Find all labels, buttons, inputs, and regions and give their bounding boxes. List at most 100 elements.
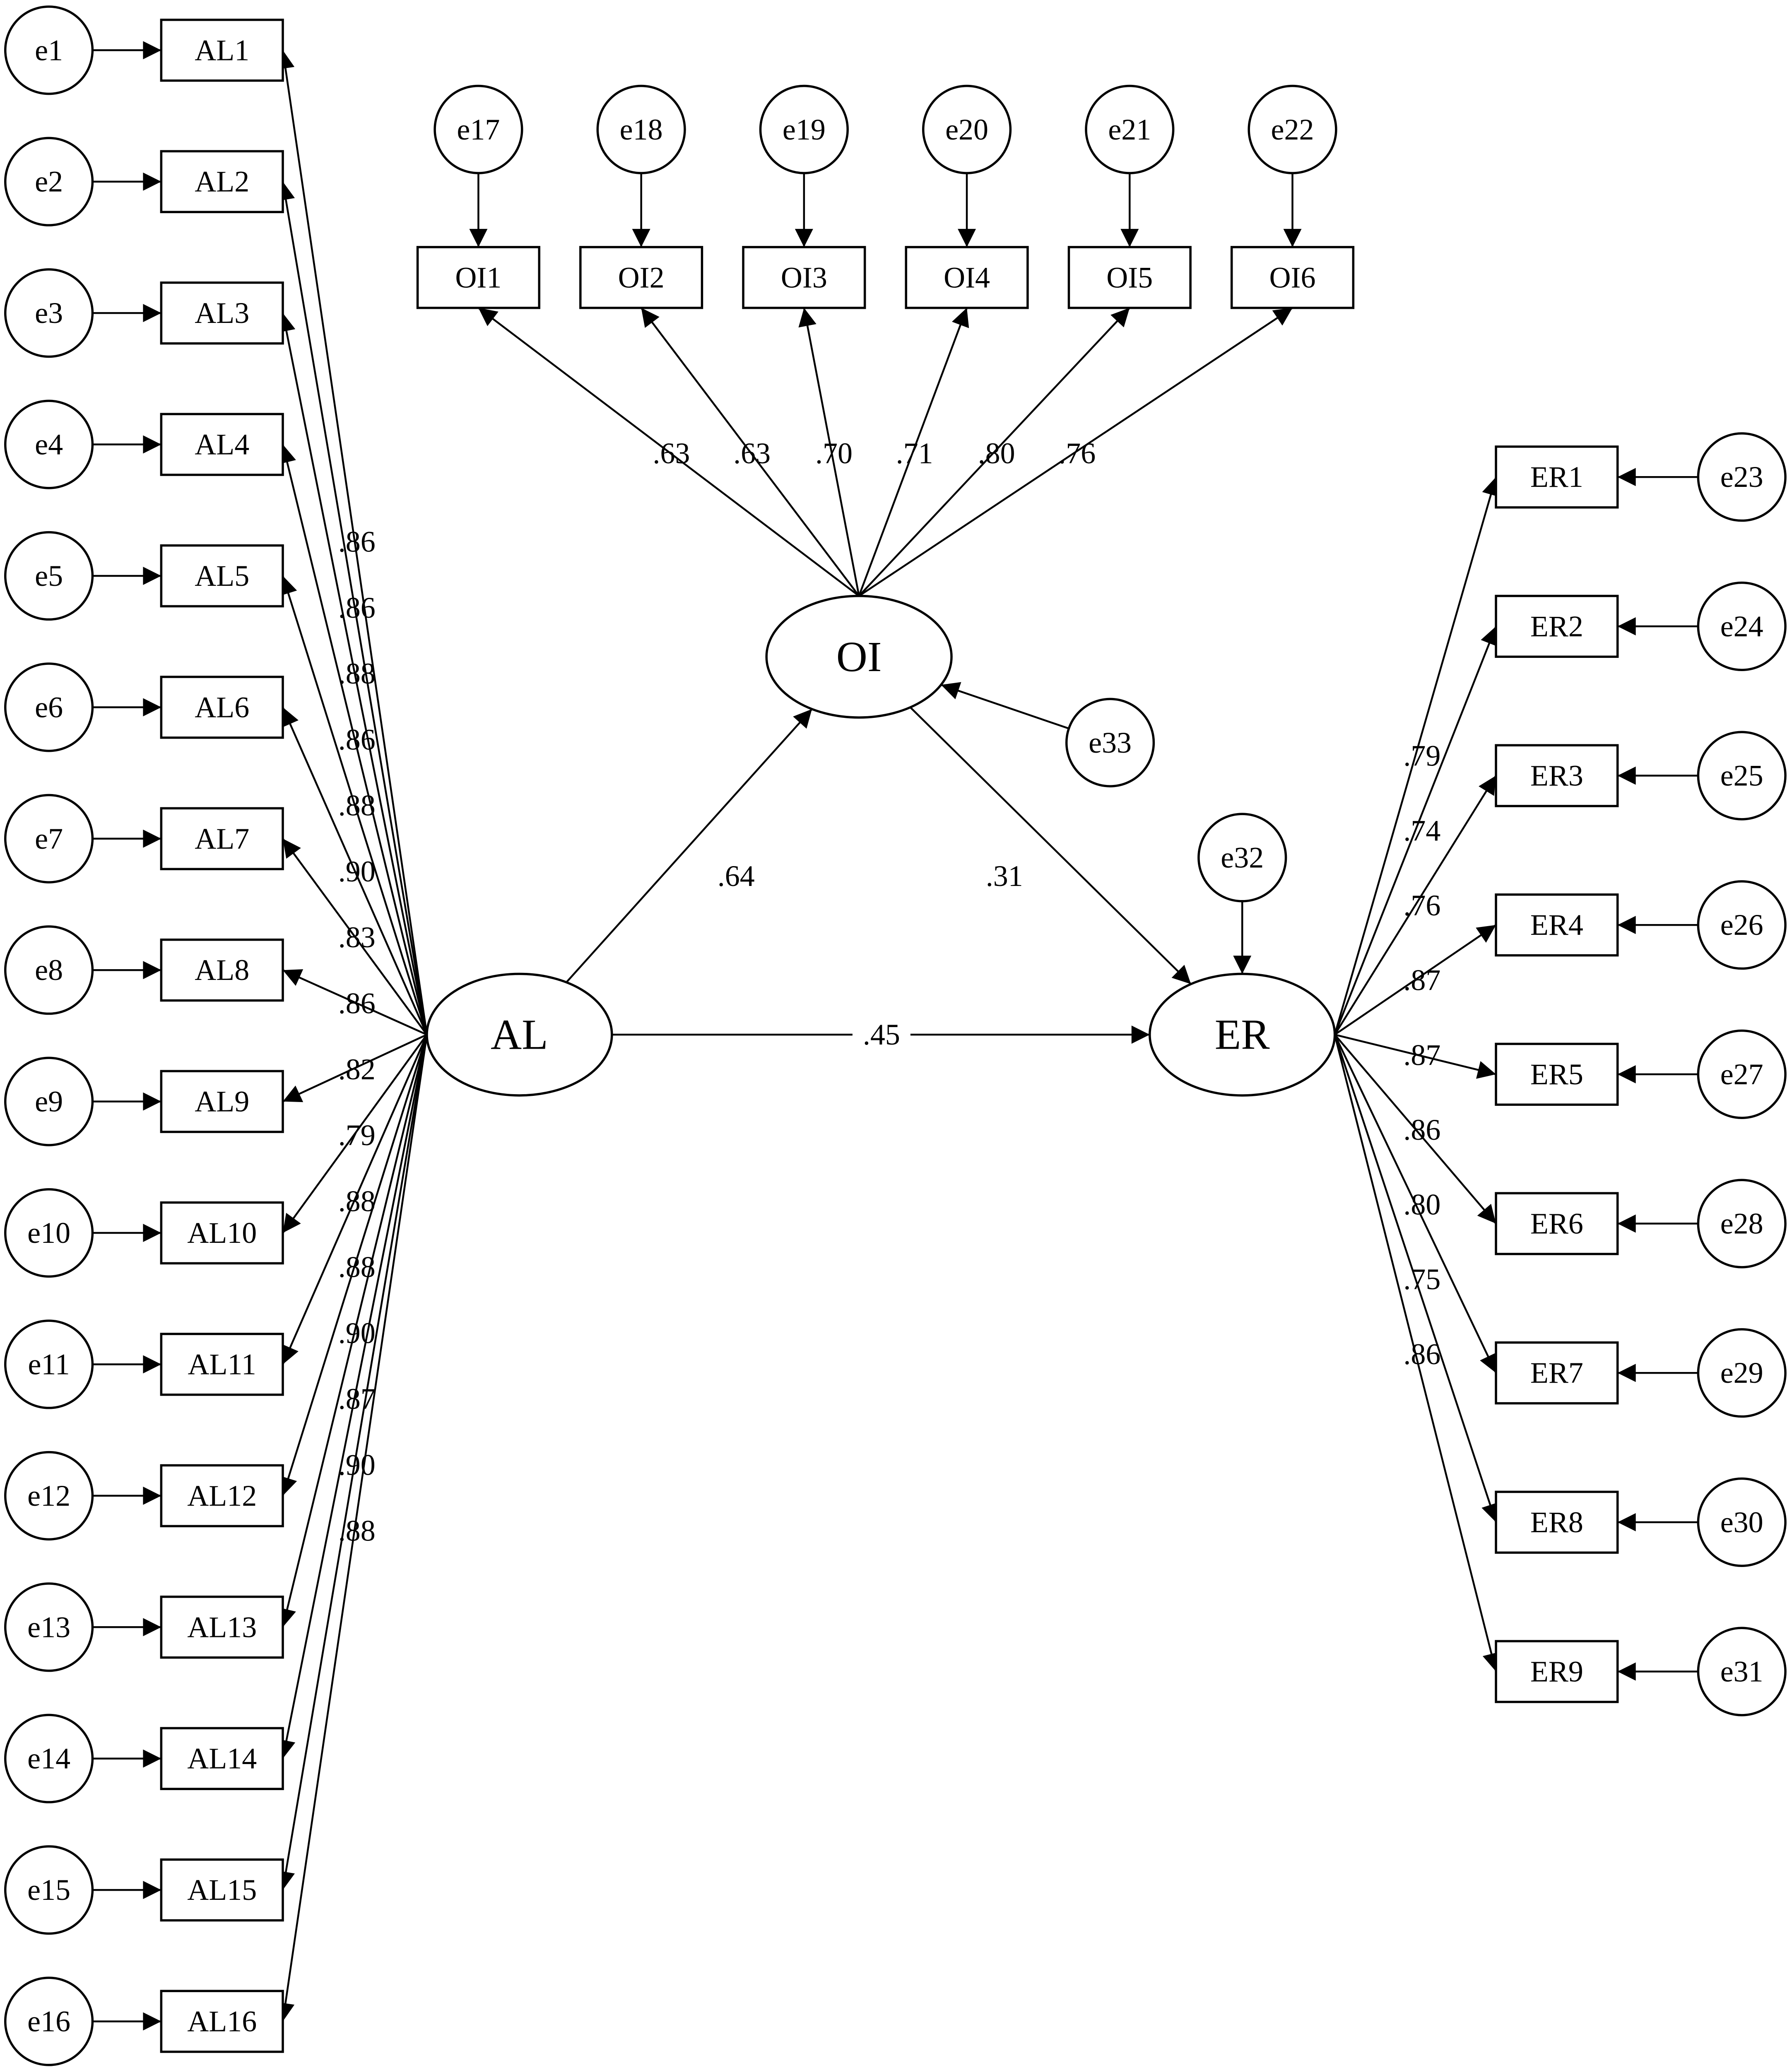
error-e15 <box>4 1845 94 1935</box>
loading-arrow-al5 <box>279 575 428 1035</box>
error-e15-label: e15 <box>27 1873 70 1906</box>
error-e20 <box>922 84 1012 174</box>
error-e12-label: e12 <box>27 1479 70 1512</box>
indicator-oi1-label: OI1 <box>455 261 501 294</box>
loading-er1: .79 <box>1403 739 1440 773</box>
error-e8 <box>4 925 94 1015</box>
error-e30-label: e30 <box>1720 1506 1763 1539</box>
loading-arrow-al7 <box>282 838 428 1035</box>
indicator-er3-label: ER3 <box>1530 759 1583 792</box>
error-e22 <box>1248 84 1337 174</box>
indicator-al7 <box>160 807 284 870</box>
loading-arrow-al6 <box>282 707 428 1035</box>
indicator-al5 <box>160 544 284 608</box>
error-e18 <box>596 84 686 174</box>
disturbance-e33-label: e33 <box>1089 726 1132 759</box>
indicator-al6 <box>160 676 284 739</box>
error-e27 <box>1697 1029 1787 1119</box>
error-e16 <box>4 1976 94 2066</box>
indicator-er7-label: ER7 <box>1530 1356 1583 1389</box>
indicator-al1 <box>160 19 284 82</box>
indicator-er9-label: ER9 <box>1530 1655 1583 1688</box>
indicator-oi4-label: OI4 <box>944 261 990 294</box>
loading-al3: .88 <box>338 657 376 690</box>
loading-al8: .86 <box>338 987 376 1020</box>
indicator-al4 <box>160 413 284 476</box>
loading-arrow-al15 <box>277 1034 428 1890</box>
indicator-oi3-label: OI3 <box>781 261 827 294</box>
coef-bg <box>707 859 765 893</box>
loading-oi5: .80 <box>978 437 1015 470</box>
loading-er9: .86 <box>1403 1338 1440 1371</box>
path-al-oi <box>566 708 813 983</box>
error-e18-label: e18 <box>620 113 663 146</box>
coef-al-oi: .64 <box>718 859 755 893</box>
error-e27-label: e27 <box>1720 1058 1763 1091</box>
error-e21 <box>1085 84 1175 174</box>
indicator-al9 <box>160 1070 284 1133</box>
error-e9 <box>4 1057 94 1146</box>
coef-oi-er: .31 <box>986 859 1023 893</box>
loading-er8: .75 <box>1403 1263 1440 1296</box>
error-e30 <box>1697 1477 1787 1567</box>
loading-arrow-er7 <box>1334 1034 1497 1374</box>
indicator-al1-label: AL1 <box>195 34 249 67</box>
error-e23-label: e23 <box>1720 460 1763 493</box>
loading-arrow-oi3 <box>798 308 860 596</box>
indicator-oi5 <box>1067 246 1192 309</box>
error-e10 <box>4 1188 94 1278</box>
loading-er3: .76 <box>1403 889 1440 922</box>
loading-al5: .88 <box>338 789 376 822</box>
indicator-al12-label: AL12 <box>187 1479 257 1512</box>
loading-arrow-oi1 <box>478 307 860 597</box>
loading-arrow-al10 <box>282 1034 428 1234</box>
error-e9-label: e9 <box>35 1085 63 1118</box>
loading-arrow-er2 <box>1334 626 1498 1035</box>
error-e3 <box>4 268 94 358</box>
loading-arrow-al16 <box>276 1034 428 2022</box>
indicator-er2-label: ER2 <box>1530 610 1583 643</box>
loading-arrow-al1 <box>276 50 428 1035</box>
indicator-al12 <box>160 1464 284 1528</box>
coef-bg <box>852 1018 910 1052</box>
error-e6-label: e6 <box>35 691 63 724</box>
error-e12 <box>4 1451 94 1540</box>
loading-arrow-al8 <box>282 969 427 1036</box>
error-e29-label: e29 <box>1720 1356 1763 1389</box>
error-e29 <box>1697 1328 1787 1418</box>
indicator-er8-label: ER8 <box>1530 1506 1583 1539</box>
error-e7-label: e7 <box>35 822 63 855</box>
indicator-al11 <box>160 1333 284 1396</box>
indicator-al15 <box>160 1858 284 1922</box>
error-e11 <box>4 1319 94 1409</box>
indicator-er1 <box>1495 445 1619 509</box>
error-e4 <box>4 400 94 489</box>
error-e4-label: e4 <box>35 428 63 461</box>
loading-al10: .79 <box>338 1119 376 1152</box>
error-e19 <box>759 84 849 174</box>
error-e19-label: e19 <box>783 113 826 146</box>
indicator-al10 <box>160 1201 284 1265</box>
loading-arrow-er1 <box>1334 477 1500 1035</box>
latent-oi-label: OI <box>836 633 882 681</box>
loading-arrow-al4 <box>278 444 428 1035</box>
error-e24 <box>1697 581 1787 671</box>
loading-arrow-al2 <box>277 181 428 1035</box>
indicator-al10-label: AL10 <box>187 1216 257 1249</box>
error-e7 <box>4 794 94 883</box>
error-e31 <box>1697 1627 1787 1716</box>
error-e26 <box>1697 880 1787 970</box>
indicator-al8 <box>160 939 284 1002</box>
error-e14-label: e14 <box>27 1742 70 1775</box>
indicator-er4-label: ER4 <box>1530 908 1583 941</box>
indicator-er6-label: ER6 <box>1530 1207 1583 1240</box>
indicator-er2 <box>1495 595 1619 658</box>
indicator-oi2-label: OI2 <box>618 261 665 294</box>
indicator-al8-label: AL8 <box>195 953 249 987</box>
error-e6 <box>4 662 94 752</box>
indicator-al2-label: AL2 <box>195 165 249 198</box>
loading-arrow-al12 <box>279 1034 428 1496</box>
indicator-er9 <box>1495 1640 1619 1703</box>
indicator-er3 <box>1495 744 1619 807</box>
